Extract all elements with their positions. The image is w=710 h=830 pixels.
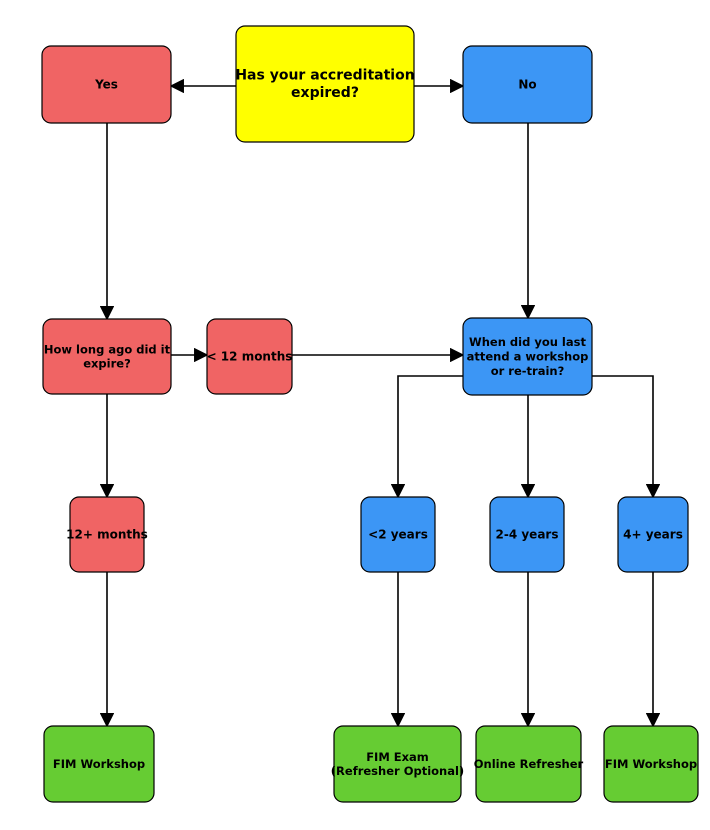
node-label-when-last-line-3: or re-train? — [491, 364, 565, 378]
node-label-fim-exam-line-1: FIM Exam — [366, 750, 429, 764]
node-lt2: <2 years — [360, 496, 436, 573]
node-online-refresher: Online Refresher — [474, 725, 584, 803]
node-box-yes — [41, 45, 172, 124]
node-label-start-line-1: Has your accreditation — [235, 67, 414, 83]
node-box-m12plus — [69, 496, 145, 573]
node-box-when-last — [462, 317, 593, 396]
node-box-fim-workshop-1 — [43, 725, 155, 803]
node-label-how-long-line-2: expire? — [83, 357, 131, 371]
node-label-lt2-line-1: <2 years — [368, 528, 428, 542]
node-label-when-last-line-1: When did you last — [469, 335, 586, 349]
node-fim-workshop-1: FIM Workshop — [43, 725, 155, 803]
node-box-lt2 — [360, 496, 436, 573]
node-box-start — [235, 25, 415, 143]
node-label-online-refresher-line-1: Online Refresher — [474, 757, 584, 771]
node-label-start-line-2: expired? — [291, 85, 359, 101]
node-box-y2-4 — [489, 496, 565, 573]
node-label-m12plus-line-1: 12+ months — [66, 528, 148, 542]
node-label-fim-workshop-2-line-1: FIM Workshop — [605, 757, 697, 771]
node-label-how-long-line-1: How long ago did it — [44, 342, 171, 356]
node-lt12: < 12 months — [206, 318, 293, 395]
node-box-how-long — [42, 318, 172, 395]
node-box-fim-exam — [333, 725, 462, 803]
node-box-y4plus — [617, 496, 689, 573]
node-label-fim-exam-line-2: (Refresher Optional) — [331, 764, 464, 778]
node-label-no-line-1: No — [518, 78, 536, 92]
node-yes: Yes — [41, 45, 172, 124]
node-no: No — [462, 45, 593, 124]
node-label-yes-line-1: Yes — [94, 78, 118, 92]
node-label-when-last-line-2: attend a workshop — [467, 350, 589, 364]
node-m12plus: 12+ months — [66, 496, 148, 573]
node-fim-exam: FIM Exam(Refresher Optional) — [331, 725, 464, 803]
node-box-lt12 — [206, 318, 293, 395]
node-box-no — [462, 45, 593, 124]
node-box-online-refresher — [475, 725, 582, 803]
edge-when-last-to-lt2 — [390, 375, 463, 499]
edges-layer — [99, 78, 661, 728]
node-start: Has your accreditation expired? — [235, 25, 415, 143]
node-y2-4: 2-4 years — [489, 496, 565, 573]
node-label-fim-workshop-1-line-1: FIM Workshop — [53, 757, 145, 771]
node-y4plus: 4+ years — [617, 496, 689, 573]
edge-when-last-to-y4plus — [592, 375, 661, 499]
node-box-fim-workshop-2 — [603, 725, 699, 803]
node-label-y4plus-line-1: 4+ years — [623, 528, 683, 542]
node-fim-workshop-2: FIM Workshop — [603, 725, 699, 803]
node-label-y2-4-line-1: 2-4 years — [496, 528, 559, 542]
node-label-lt12-line-1: < 12 months — [207, 350, 293, 364]
